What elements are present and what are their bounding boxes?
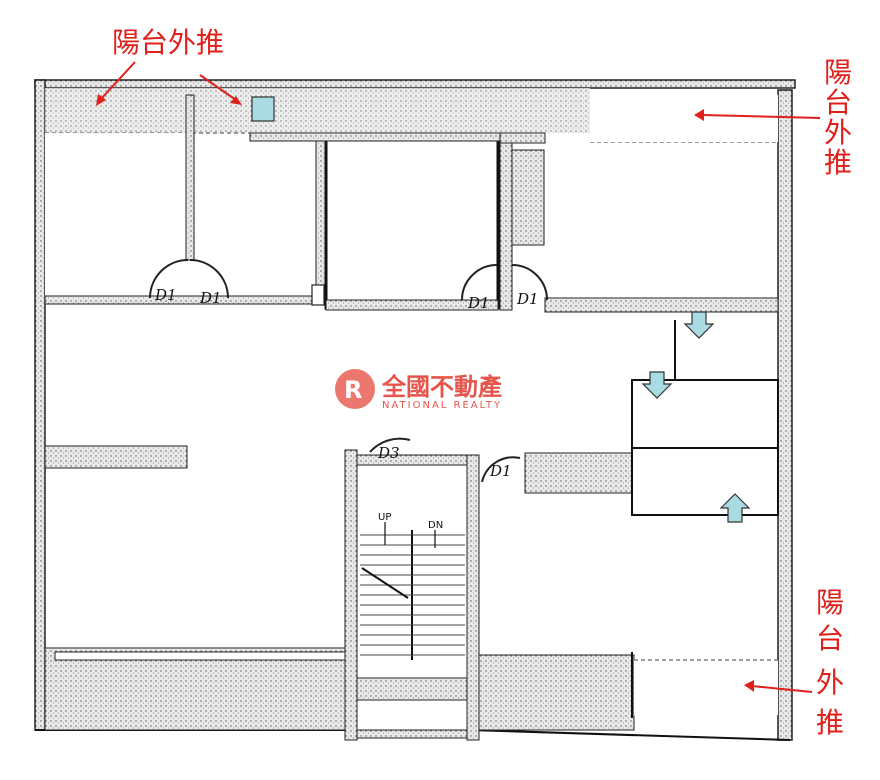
door-swings-middle: D3 D1 [369, 437, 521, 483]
balcony-char-4: 推 [824, 146, 852, 179]
balcony-char-1: 陽 [824, 56, 852, 89]
arrow-down-icon [683, 311, 715, 339]
middle-walls [44, 445, 636, 494]
door-label-6: D1 [489, 462, 512, 480]
arrow-up-icon [719, 493, 751, 523]
annotation-right-top: 陽 台 外 推 [694, 56, 852, 179]
arrow-down-icon [641, 371, 673, 399]
balcony-char-2: 台 [824, 86, 852, 119]
top-balcony [45, 88, 778, 143]
wall-top [34, 79, 796, 89]
balcony-char-3: 外 [824, 116, 852, 149]
watermark-cn: 全國不動產 [381, 373, 502, 401]
door-label-1: D1 [154, 286, 177, 304]
annotation-right-bottom: 陽 台 外 推 [744, 586, 844, 739]
stairwell: UP DN [344, 449, 480, 741]
balcony-char-6: 台 [816, 622, 844, 655]
room-top-left [45, 133, 190, 298]
stair-up-label: UP [378, 512, 391, 523]
watermark-en: NATIONAL REALTY [382, 400, 502, 411]
stair-down-label: DN [428, 520, 443, 531]
door-label-3: D1 [467, 294, 490, 312]
annotation-top-left: 陽台外推 [96, 26, 242, 106]
void-center [324, 138, 500, 310]
balcony-char-8: 推 [816, 706, 844, 739]
door-label-5: D3 [377, 444, 400, 462]
wall-left [34, 79, 46, 731]
wall-right [777, 89, 793, 741]
door-swings-top: D1 D1 D1 D1 [149, 259, 548, 312]
balcony-char-5: 陽 [816, 586, 844, 619]
bottom-balconies [44, 647, 778, 731]
watermark-mark: R [344, 376, 362, 404]
cyan-block [251, 96, 275, 122]
watermark-logo-icon [335, 369, 375, 409]
pushout-structure [631, 311, 779, 523]
door-label-2: D1 [199, 289, 222, 307]
balcony-label-top: 陽台外推 [112, 26, 224, 59]
watermark: R 全國不動產 NATIONAL REALTY [335, 369, 502, 411]
door-label-4: D1 [516, 290, 539, 308]
top-rooms [44, 94, 779, 313]
balcony-char-7: 外 [816, 666, 844, 699]
